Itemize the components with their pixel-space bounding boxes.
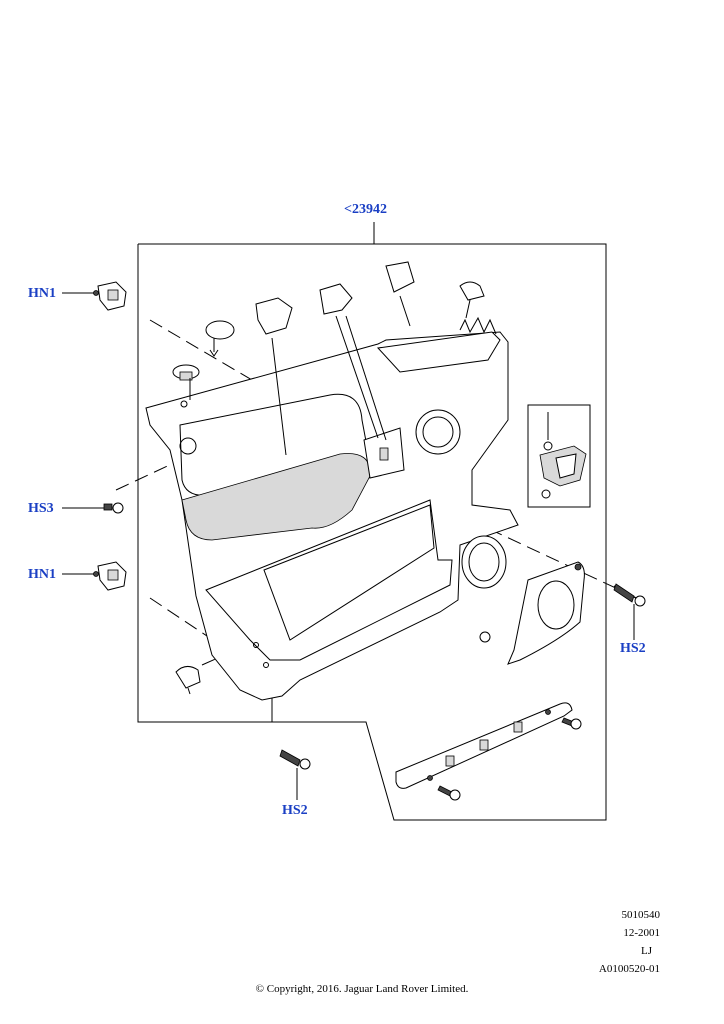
hn1-fastener-top: [93, 281, 127, 311]
door-handle-inset: [527, 404, 591, 508]
callout-hs2-bottom[interactable]: HS2: [282, 803, 308, 818]
hs2-screw-right: [613, 583, 646, 607]
callout-leaders: [62, 292, 635, 800]
lower-trim-strip: [395, 702, 582, 801]
callout-hn1-bottom[interactable]: HN1: [28, 567, 56, 582]
illustration-date: 12-2001: [623, 927, 660, 939]
part-number: 5010540: [621, 909, 661, 921]
callout-hn1-top[interactable]: HN1: [28, 286, 56, 301]
illustrator-initials: LJ: [641, 945, 652, 957]
hs3-screw: [103, 502, 124, 514]
push-clip-lower: [175, 666, 201, 695]
speaker-cover: [479, 561, 585, 665]
copyright-notice: © Copyright, 2016. Jaguar Land Rover Lim…: [255, 983, 469, 995]
illustration-code: A0100520-01: [598, 963, 660, 975]
callout-hs2-right[interactable]: HS2: [620, 641, 646, 656]
hn1-fastener-bottom: [93, 561, 127, 591]
fixing-clips: [172, 261, 485, 456]
callout-hs3[interactable]: HS3: [28, 501, 54, 516]
door-trim-panel: [145, 316, 519, 701]
reference-label-23942[interactable]: <23942: [344, 202, 387, 217]
assembly-bracket: [137, 222, 607, 821]
hs2-screw-bottom: [279, 749, 311, 770]
